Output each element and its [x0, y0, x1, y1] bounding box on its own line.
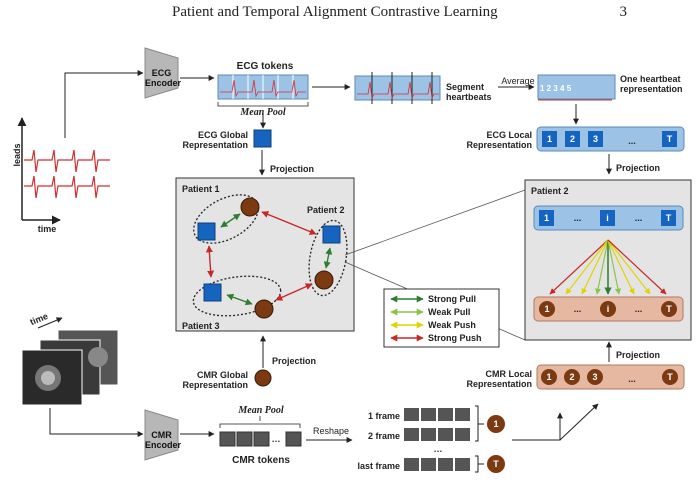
ecg-global-rep-label: ECG Global Representation [182, 130, 248, 150]
local-cmr-token-ellipsis-2: ... [634, 304, 643, 314]
ecg-tokens-strip [217, 74, 309, 100]
patient-2-label: Patient 2 [307, 205, 345, 215]
local-fan-arrows [549, 239, 667, 295]
ecg-local-token-3: 3 [592, 134, 598, 144]
local-ecg-token-t: T [665, 213, 672, 223]
legend-weak-push: Weak Push [428, 320, 476, 330]
cmr-local-rep-label: CMR Local Representation [466, 369, 532, 389]
cmr-global-rep-label: CMR Global Representation [182, 370, 248, 390]
local-ecg-token-ellipsis-2: ... [634, 213, 643, 223]
ecg-signal [17, 117, 110, 225]
ecg-local-token-1: 1 [546, 134, 552, 144]
segment-label: Segment heartbeats [446, 82, 492, 102]
ecg-local-projection-label: Projection [616, 163, 661, 173]
frames-ellipsis: … [433, 444, 443, 454]
ecg-encoder-shape [144, 47, 179, 99]
legend-weak-pull: Weak Pull [428, 307, 471, 317]
legend-strong-push: Strong Push [428, 333, 482, 343]
leads-label: leads [12, 143, 22, 167]
cmr-global-circle [254, 369, 272, 387]
ecg-encoder-label: ECG Encoder [145, 68, 182, 88]
cmr-local-token-1: 1 [546, 372, 552, 382]
cmr-local-token-2: 2 [569, 372, 575, 382]
ecg-global-square [253, 129, 272, 148]
ecg-mean-pool-label: Mean Pool [240, 107, 286, 118]
legend-strong-pull: Strong Pull [428, 294, 476, 304]
ecg-local-token-2: 2 [569, 134, 575, 144]
segment-strip [354, 72, 441, 104]
frame-label-last: last frame [357, 461, 400, 471]
ecg-projection-label: Projection [270, 164, 315, 174]
cmr-encoder-label: CMR Encoder [145, 430, 182, 450]
frame-token-1: 1 [493, 419, 499, 429]
ecg-local-token-t: T [666, 134, 673, 144]
cmr-tokens-label: CMR tokens [232, 455, 290, 466]
frame-label-1: 1 frame [367, 411, 400, 421]
ecg-local-token-ellipsis: ... [628, 136, 636, 146]
frame-token-t: T [493, 459, 499, 469]
local-ecg-token-i: i [606, 213, 609, 223]
local-ecg-token-1: 1 [543, 213, 549, 223]
time-label: time [37, 224, 57, 234]
cmr-encoder-shape [144, 409, 179, 461]
cmr-projection-label: Projection [272, 356, 317, 366]
average-label: Average [501, 76, 535, 86]
cmr-local-token-3: 3 [592, 372, 598, 382]
local-cmr-token-i: i [606, 304, 610, 314]
cmr-local-projection-label: Projection [616, 350, 661, 360]
cmr-frames [404, 405, 484, 473]
cmr-local-token-ellipsis: ... [628, 374, 636, 384]
one-heartbeat-strip [537, 74, 616, 101]
local-cmr-token-1: 1 [544, 304, 550, 314]
page-header: Patient and Temporal Alignment Contrasti… [172, 4, 627, 21]
page-title: Patient and Temporal Alignment Contrasti… [172, 4, 498, 20]
page-number: 3 [619, 4, 628, 20]
one-heartbeat-label: One heartbeat representation [620, 74, 683, 94]
ecg-local-rep-label: ECG Local Representation [466, 130, 532, 150]
local-cmr-token-ellipsis-1: ... [573, 304, 582, 314]
local-cmr-token-t: T [666, 304, 672, 314]
beat-digits: 1 2 3 4 5 [540, 84, 572, 93]
local-ecg-token-ellipsis-1: ... [573, 213, 582, 223]
cmr-tokens-ellipsis: … [271, 434, 281, 444]
patient-3-label: Patient 3 [182, 321, 220, 331]
cmr-image-stack [21, 329, 119, 406]
ecg-tokens-label: ECG tokens [236, 61, 294, 72]
cmr-local-token-t: T [667, 372, 673, 382]
cmr-mean-pool-label: Mean Pool [238, 405, 284, 416]
local-patient-label: Patient 2 [531, 186, 569, 196]
reshape-label: Reshape [312, 426, 350, 436]
frame-label-2: 2 frame [367, 431, 400, 441]
patient-1-label: Patient 1 [182, 184, 220, 194]
